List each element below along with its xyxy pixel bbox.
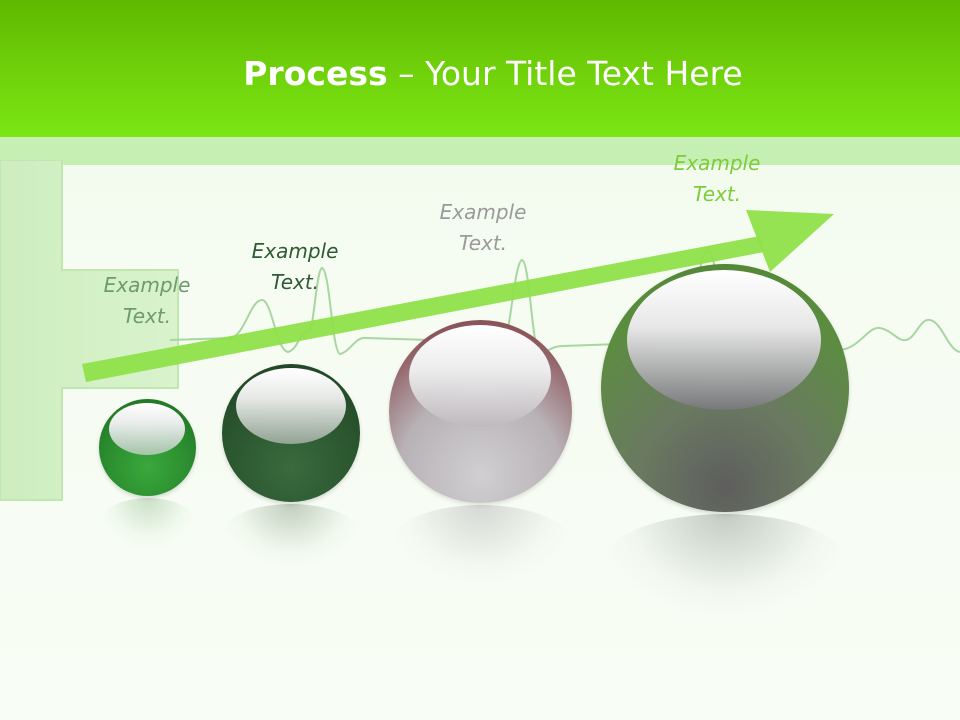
- sphere-2-highlight: [236, 368, 346, 444]
- step-3-label: Example Text.: [408, 197, 558, 259]
- sphere-4-reflection: [602, 514, 848, 614]
- slide-title: Process – Your Title Text Here: [0, 52, 960, 96]
- step-4-label: Example Text.: [642, 148, 792, 210]
- step-1-label: Example Text.: [72, 270, 222, 332]
- sphere-3: [389, 320, 572, 503]
- title-bold: Process: [243, 54, 388, 93]
- title-rest: – Your Title Text Here: [387, 54, 743, 93]
- sphere-2-reflection: [222, 504, 360, 564]
- sphere-1-reflection: [100, 498, 196, 548]
- sphere-1: [99, 399, 196, 496]
- medical-cross-background: [0, 160, 179, 501]
- step-2-line1: Example: [251, 239, 339, 263]
- step-2-line2: Text.: [270, 270, 320, 294]
- step-4-line1: Example: [673, 151, 761, 175]
- sphere-4: [601, 264, 849, 512]
- header-band: [0, 137, 960, 165]
- step-1-line2: Text.: [122, 304, 172, 328]
- step-1-line1: Example: [103, 273, 191, 297]
- sphere-2: [222, 364, 360, 502]
- step-2-label: Example Text.: [220, 236, 370, 298]
- title-bar: Process – Your Title Text Here: [0, 0, 960, 137]
- sphere-1-highlight: [109, 403, 185, 455]
- sphere-4-highlight: [627, 270, 821, 410]
- sphere-3-reflection: [390, 505, 572, 583]
- step-3-line2: Text.: [458, 231, 508, 255]
- step-4-line2: Text.: [692, 182, 742, 206]
- step-3-line1: Example: [439, 200, 527, 224]
- sphere-3-highlight: [409, 325, 551, 427]
